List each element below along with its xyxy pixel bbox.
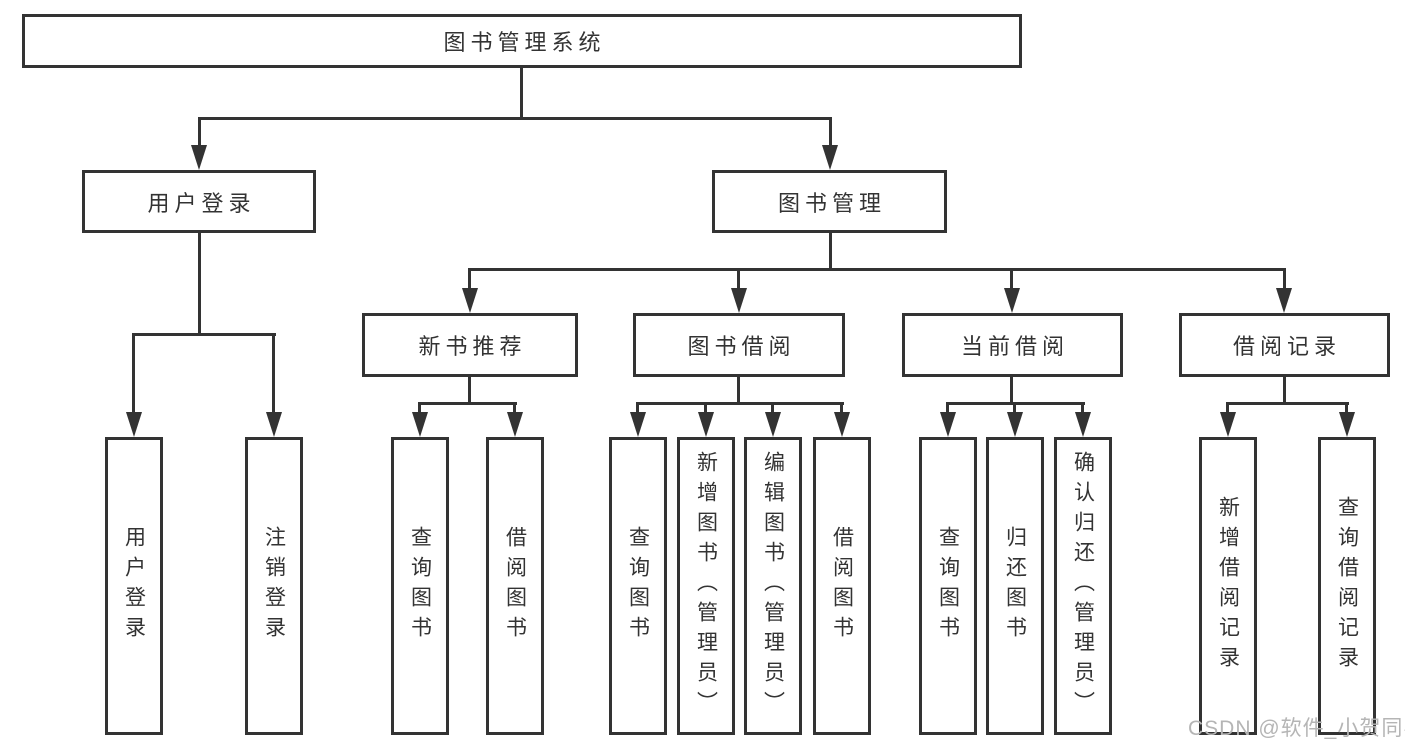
arrowhead-down (462, 288, 478, 313)
leaf-label: 用户登录 (122, 526, 146, 646)
connector-borrow-hline (636, 402, 844, 405)
connector-current-stem-3 (1081, 402, 1084, 416)
connector-recommend-stem-2 (513, 402, 516, 416)
arrowhead-down (266, 412, 282, 437)
connector-recommend-stem-1 (418, 402, 421, 416)
connector-mgmt-hline (468, 268, 1286, 271)
leaf-label: 借阅图书 (830, 526, 854, 646)
connector-borrow-stem-2 (704, 402, 707, 416)
node-label: 当前借阅 (960, 334, 1069, 359)
node-label: 新书推荐 (418, 334, 527, 359)
leaf-current-confirm-return-admin: 确认归还（管理员） (1054, 437, 1112, 735)
leaf-label: 编辑图书（管理员） (761, 451, 785, 721)
leaf-label: 查询图书 (408, 526, 432, 646)
connector-records-vline (1283, 377, 1286, 405)
connector-root-stem-right (829, 117, 832, 150)
connector-mgmt-stem-3 (1010, 268, 1013, 290)
arrowhead-down (1276, 288, 1292, 313)
arrowhead-down (191, 145, 207, 170)
leaf-user-logout: 注销登录 (245, 437, 303, 735)
arrowhead-down (412, 412, 428, 437)
leaf-current-search-book: 查询图书 (919, 437, 977, 735)
leaf-label: 归还图书 (1003, 526, 1027, 646)
connector-current-stem-2 (1013, 402, 1016, 416)
node-label: 图书管理系统 (443, 30, 606, 55)
arrowhead-down (822, 145, 838, 170)
leaf-label: 确认归还（管理员） (1071, 451, 1095, 721)
connector-login-stem-2 (272, 333, 275, 418)
leaf-records-add-record: 新增借阅记录 (1199, 437, 1257, 735)
connector-mgmt-stem-4 (1283, 268, 1286, 290)
node-label: 图书借阅 (687, 334, 796, 359)
leaf-label: 查询图书 (626, 526, 650, 646)
connector-records-hline (1226, 402, 1349, 405)
leaf-recommend-borrow-book: 借阅图书 (486, 437, 544, 735)
leaf-borrow-add-book-admin: 新增图书（管理员） (677, 437, 735, 735)
node-user-login: 用户登录 (82, 170, 316, 233)
connector-recommend-hline (418, 402, 517, 405)
leaf-label: 查询图书 (936, 526, 960, 646)
arrowhead-down (765, 412, 781, 437)
node-current-borrow: 当前借阅 (902, 313, 1123, 377)
leaf-recommend-search-book: 查询图书 (391, 437, 449, 735)
leaf-user-login: 用户登录 (105, 437, 163, 735)
arrowhead-down (698, 412, 714, 437)
leaf-borrow-edit-book-admin: 编辑图书（管理员） (744, 437, 802, 735)
connector-records-stem-2 (1345, 402, 1348, 416)
arrowhead-down (126, 412, 142, 437)
leaf-records-search-record: 查询借阅记录 (1318, 437, 1376, 735)
arrowhead-down (507, 412, 523, 437)
leaf-label: 新增图书（管理员） (694, 451, 718, 721)
connector-login-vline (198, 233, 201, 336)
node-library-system: 图书管理系统 (22, 14, 1022, 68)
leaf-label: 新增借阅记录 (1216, 496, 1240, 676)
connector-mgmt-vline (829, 233, 832, 271)
connector-borrow-vline (737, 377, 740, 405)
node-book-borrow: 图书借阅 (633, 313, 845, 377)
connector-borrow-stem-1 (636, 402, 639, 416)
node-new-book-recommend: 新书推荐 (362, 313, 578, 377)
connector-login-stem-1 (132, 333, 135, 418)
arrowhead-down (1075, 412, 1091, 437)
leaf-label: 查询借阅记录 (1335, 496, 1359, 676)
arrowhead-down (1004, 288, 1020, 313)
connector-root-hline (198, 117, 832, 120)
connector-current-stem-1 (946, 402, 949, 416)
node-book-management: 图书管理 (712, 170, 947, 233)
connector-borrow-stem-3 (771, 402, 774, 416)
connector-mgmt-stem-1 (468, 268, 471, 290)
leaf-borrow-search-book: 查询图书 (609, 437, 667, 735)
arrowhead-down (1339, 412, 1355, 437)
node-label: 图书管理 (777, 190, 886, 216)
arrowhead-down (1007, 412, 1023, 437)
node-label: 借阅记录 (1232, 334, 1341, 359)
connector-mgmt-stem-2 (737, 268, 740, 290)
connector-current-vline (1010, 377, 1013, 405)
arrowhead-down (731, 288, 747, 313)
arrowhead-down (834, 412, 850, 437)
connector-root-vline (520, 68, 523, 119)
node-borrow-records: 借阅记录 (1179, 313, 1390, 377)
leaf-borrow-borrow-book: 借阅图书 (813, 437, 871, 735)
connector-records-stem-1 (1226, 402, 1229, 416)
leaf-label: 注销登录 (262, 526, 286, 646)
connector-login-hline (132, 333, 276, 336)
arrowhead-down (630, 412, 646, 437)
connector-root-stem-left (198, 117, 201, 150)
node-label: 用户登录 (147, 190, 256, 216)
connector-borrow-stem-4 (840, 402, 843, 416)
csdn-watermark: CSDN @软件_小贺同学 (1188, 717, 1405, 740)
leaf-current-return-book: 归还图书 (986, 437, 1044, 735)
leaf-label: 借阅图书 (503, 526, 527, 646)
arrowhead-down (940, 412, 956, 437)
connector-recommend-vline (468, 377, 471, 405)
arrowhead-down (1220, 412, 1236, 437)
